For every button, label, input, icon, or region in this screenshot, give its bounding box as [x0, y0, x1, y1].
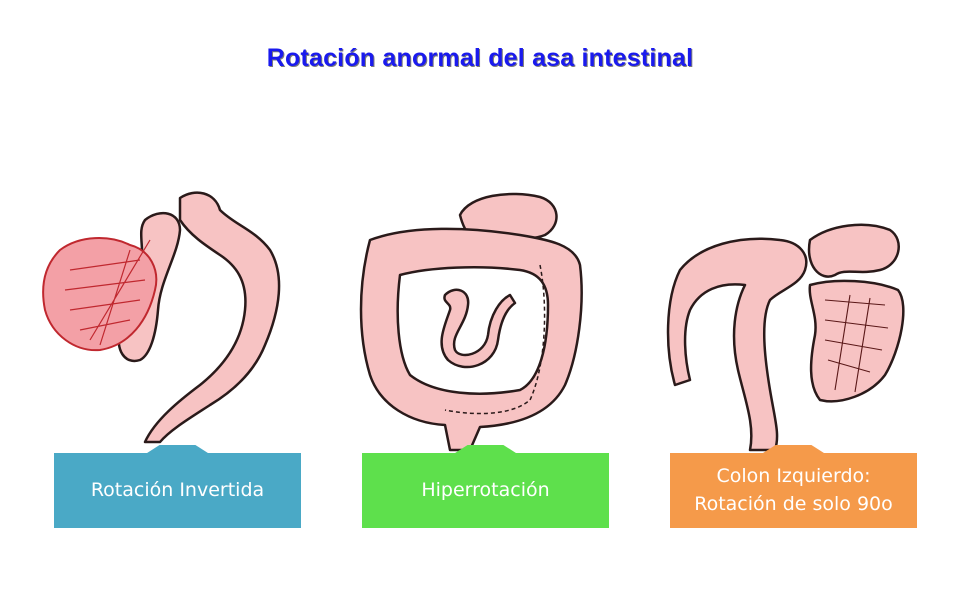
colon-segment — [143, 191, 281, 444]
mesentery-red — [42, 237, 158, 352]
diagram-title: Rotación anormal del asa intestinal — [266, 44, 694, 72]
label-text: Rotación Invertida — [90, 478, 265, 501]
colon-segment — [666, 237, 808, 452]
small-intestine-loop — [808, 279, 905, 403]
colon-frame — [359, 227, 583, 452]
label-inverted-rotation: Rotación Invertida — [54, 453, 301, 528]
duodenum — [807, 223, 900, 278]
label-left-colon: Colon Izquierdo: Rotación de solo 90o — [670, 453, 917, 528]
small-intestine-loop — [440, 288, 517, 369]
label-hyperrotation: Hiperrotación — [362, 453, 609, 528]
illustration-inverted-rotation — [42, 191, 281, 444]
label-text: Hiperrotación — [421, 478, 550, 501]
illustration-left-colon — [666, 223, 905, 452]
label-text: Colon Izquierdo: Rotación de solo 90o — [694, 464, 893, 515]
illustration-hyperrotation — [359, 192, 583, 452]
